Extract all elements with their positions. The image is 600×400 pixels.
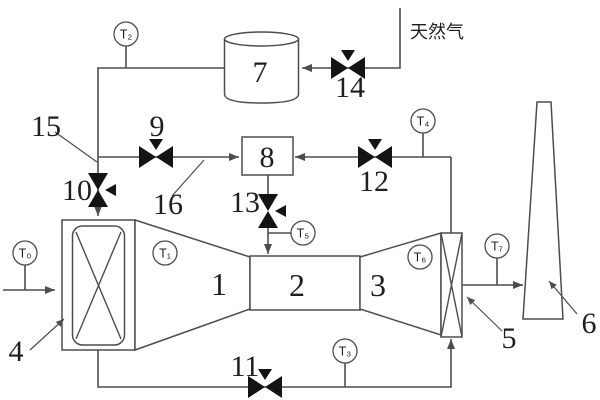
label-duct-3: 3 [370, 267, 386, 303]
label-ref-16: 16 [153, 188, 183, 221]
number-labels: 1 2 3 4 5 6 7 8 9 10 11 12 13 14 15 16 天… [9, 22, 597, 383]
valve-11 [248, 369, 282, 398]
sensor-t7: T₇ [484, 233, 510, 259]
sensor-t4-label: T₄ [417, 115, 430, 129]
leader-lines [29, 131, 578, 351]
sensor-t6-label: T₆ [414, 251, 427, 265]
label-valve-14: 14 [335, 71, 365, 104]
sensor-t1-label: T₁ [159, 247, 171, 261]
valve-14 [331, 50, 365, 79]
heat-exchanger-5 [440, 232, 463, 338]
sensor-t0: T₀ [12, 240, 38, 266]
heat-exchanger-4 [61, 219, 136, 351]
label-natural-gas: 天然气 [410, 22, 464, 42]
sensor-t5-label: T₅ [297, 227, 310, 241]
tank-7-body [223, 39, 300, 104]
label-hx-4: 4 [9, 335, 24, 368]
hx5-cross [440, 232, 463, 338]
label-chamber-2: 2 [289, 267, 305, 303]
valves [88, 50, 392, 398]
label-ref-15: 15 [31, 110, 61, 143]
tank-7 [223, 31, 300, 104]
pipe-tank-to-junction-and-hx4 [94, 67, 224, 216]
sensor-t1-circle [152, 240, 178, 266]
pipe-natural-gas-inlet [302, 8, 401, 72]
leader-5 [466, 296, 503, 332]
label-valve-12: 12 [359, 165, 389, 198]
box-8 [241, 136, 294, 176]
sensor-t7-circle [484, 233, 510, 259]
sensor-t7-label: T₇ [491, 240, 503, 254]
sensor-t6-circle [407, 244, 433, 270]
sensor-t2-label: T₂ [120, 28, 133, 42]
label-chimney-6: 6 [582, 307, 597, 340]
sensor-t4-circle [410, 108, 436, 134]
duct-1-converging [134, 218, 251, 352]
valve-12 [358, 139, 392, 168]
sensor-t3-circle [332, 338, 358, 364]
label-duct-1: 1 [211, 266, 227, 302]
sensor-t3-label: T₃ [339, 345, 352, 359]
sensor-t0-circle [12, 240, 38, 266]
sensor-t4: T₄ [410, 108, 436, 134]
sensor-t2: T₂ [113, 21, 139, 47]
sensor-t3: T₃ [332, 338, 358, 364]
label-valve-11: 11 [231, 350, 260, 383]
valve-10 [88, 173, 116, 207]
chimney-6 [522, 101, 564, 320]
sensor-t0-label: T₀ [19, 247, 32, 261]
hx4-cross [75, 231, 122, 340]
label-hx-5: 5 [502, 322, 517, 355]
pipe-bottom-recirculation [97, 339, 455, 388]
sensor-t2-circle [113, 21, 139, 47]
label-valve-13: 13 [230, 186, 260, 219]
components [61, 31, 564, 352]
tank-7-top [223, 31, 300, 47]
label-box-8: 8 [260, 141, 275, 174]
valve-13 [258, 194, 286, 228]
sensor-t1: T₁ [152, 240, 178, 266]
valve-9 [139, 139, 173, 168]
leader-6 [548, 280, 578, 315]
leader-4 [29, 318, 65, 351]
temperature-sensors: T₀ T₁ T₂ T₃ T₄ T₅ T₆ T₇ [12, 21, 510, 364]
chamber-2 [249, 255, 361, 311]
label-valve-10: 10 [62, 174, 92, 207]
leader-16 [171, 159, 205, 197]
leader-15 [54, 131, 98, 163]
label-tank-7: 7 [253, 56, 268, 89]
sensor-t5-circle [290, 220, 316, 246]
sensor-t5: T₅ [290, 220, 316, 246]
sensor-t6: T₆ [407, 244, 433, 270]
label-valve-9: 9 [150, 110, 165, 143]
